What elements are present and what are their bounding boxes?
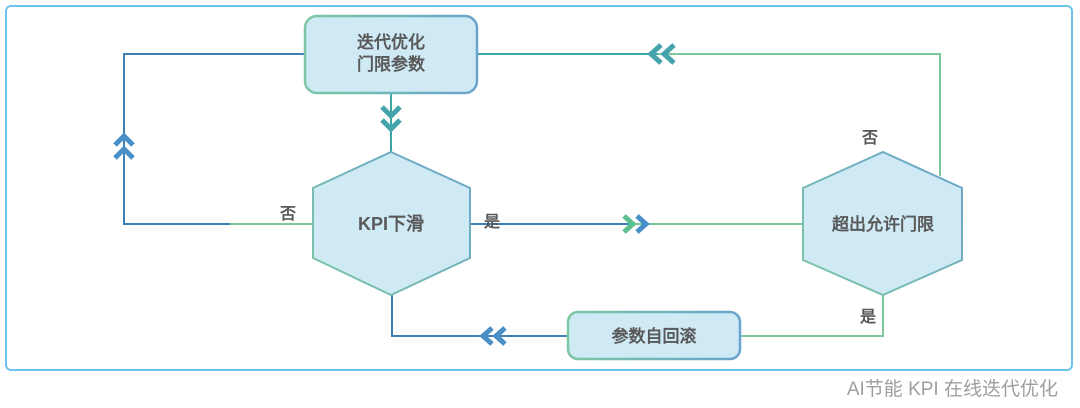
label-kpi-no: 否 [279,205,296,223]
arrow-left-bottom-icon [479,326,507,346]
rollback-node [566,310,742,361]
threshold-hexagon [802,150,963,297]
diagram-caption: AI节能 KPI 在线迭代优化 [847,378,1058,400]
edge-rollback-to-kpi [391,295,568,337]
label-threshold-yes: 是 [859,308,876,326]
outer-frame [5,5,1073,371]
kpi-hexagon [312,150,471,297]
arrow-right-icon [622,214,650,234]
edge-threshold-yes [740,295,884,337]
arrow-up-icon [113,132,135,160]
arrow-down-icon [380,105,402,133]
iterate-node-line1: 迭代优化 [357,32,425,52]
arrow-left-top-icon [647,43,676,65]
label-kpi-yes: 是 [483,213,500,231]
iterate-node [303,14,479,95]
kpi-hexagon-label: KPI下滑 [358,214,424,234]
rollback-node-label: 参数自回滚 [612,326,698,346]
edge-threshold-no-green-segment [658,53,941,176]
iterate-node-line2: 门限参数 [357,54,426,74]
threshold-hexagon-label: 超出允许门限 [832,214,934,234]
label-threshold-no: 否 [861,129,878,147]
